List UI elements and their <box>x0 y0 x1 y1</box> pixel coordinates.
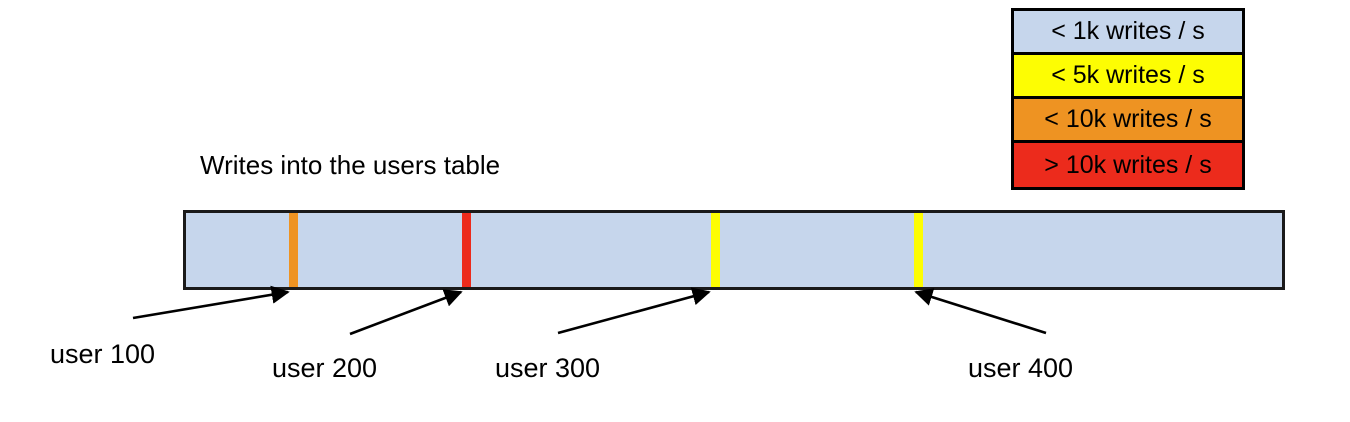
band-base-fill <box>186 213 1282 287</box>
legend-entry-under-5k: < 5k writes / s <box>1014 55 1242 99</box>
chart-title: Writes into the users table <box>200 150 501 180</box>
marker-stripe-user-100 <box>289 213 298 287</box>
legend: < 1k writes / s < 5k writes / s < 10k wr… <box>1011 8 1245 190</box>
marker-stripe-user-300 <box>711 213 720 287</box>
marker-label-user-100: user 100 <box>50 339 156 369</box>
arrow-user-100 <box>132 285 290 320</box>
legend-entry-label: < 10k writes / s <box>1044 105 1212 133</box>
marker-stripe-user-400 <box>914 213 923 287</box>
marker-stripe-user-200 <box>462 213 471 287</box>
legend-entry-under-1k: < 1k writes / s <box>1014 11 1242 55</box>
legend-entry-label: < 1k writes / s <box>1051 17 1205 45</box>
arrow-user-200 <box>349 289 463 336</box>
marker-label-user-200: user 200 <box>272 353 378 383</box>
users-table-band <box>183 210 1285 290</box>
legend-entry-over-10k: > 10k writes / s <box>1014 143 1242 187</box>
legend-entry-label: > 10k writes / s <box>1044 150 1212 179</box>
marker-label-user-300: user 300 <box>495 353 601 383</box>
arrow-user-300 <box>557 287 711 335</box>
marker-label-user-400: user 400 <box>968 353 1074 383</box>
legend-entry-under-10k: < 10k writes / s <box>1014 99 1242 143</box>
arrow-user-400 <box>914 288 1047 335</box>
legend-entry-label: < 5k writes / s <box>1051 61 1205 89</box>
